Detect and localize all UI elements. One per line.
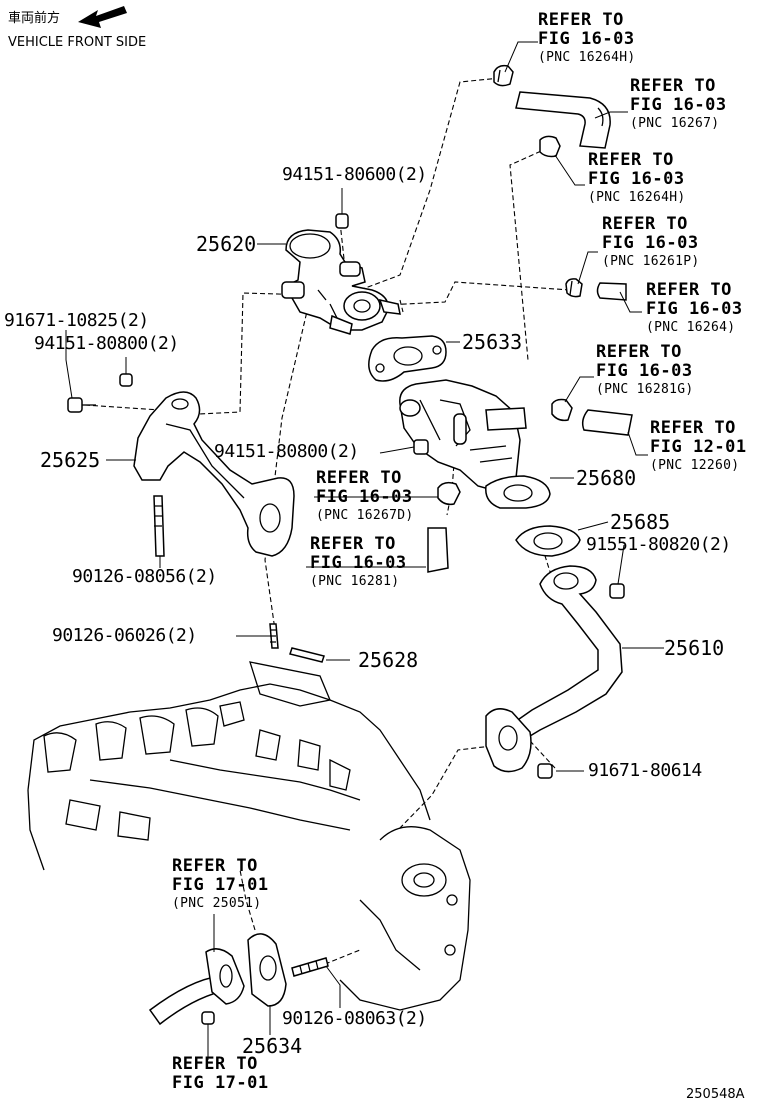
diagram-code: 250548A <box>686 1087 745 1102</box>
bolt-91671-10825 <box>67 397 83 413</box>
refer-pnc: (PNC 16261P) <box>602 254 700 269</box>
refer-label: REFER TO <box>172 1054 258 1074</box>
exhaust-manifold-outline <box>339 826 471 1011</box>
clamp-16281g <box>551 398 573 422</box>
part-90126-08063[interactable]: 90126-08063(2) <box>282 1008 427 1029</box>
refer-label: REFER TO <box>646 280 732 300</box>
part-91551-80820[interactable]: 91551-80820(2) <box>586 534 731 555</box>
hose-clamp-16264h-top <box>493 64 514 87</box>
part-94151-80800-center[interactable]: 94151-80800(2) <box>214 441 359 462</box>
refer-pnc: (PNC 25051) <box>172 896 262 911</box>
refer-pnc: (PNC 12260) <box>650 458 740 473</box>
nut-94151-80800 <box>413 439 429 455</box>
bolt-91551-80820 <box>609 583 625 599</box>
refer-label: REFER TO <box>310 534 396 554</box>
part-25625[interactable]: 25625 <box>40 448 101 472</box>
part-25620[interactable]: 25620 <box>196 232 257 256</box>
hose-16267 <box>515 91 611 149</box>
refer-callout-16261p[interactable]: REFER TO FIG 16-03 (PNC 16261P) <box>602 214 700 269</box>
gasket-25685 <box>515 525 581 557</box>
part-25680[interactable]: 25680 <box>576 466 637 490</box>
gasket-25633 <box>368 335 447 382</box>
refer-callout-12260[interactable]: REFER TO FIG 12-01 (PNC 12260) <box>650 418 747 473</box>
refer-pnc: (PNC 16264) <box>646 320 736 335</box>
part-94151-80800-left[interactable]: 94151-80800(2) <box>34 333 179 354</box>
part-25633[interactable]: 25633 <box>462 330 523 354</box>
refer-label: REFER TO <box>596 342 682 362</box>
bracket-25625 <box>67 373 295 557</box>
refer-fig: FIG 16-03 <box>646 299 743 319</box>
bolt-91671-80614 <box>537 763 553 779</box>
refer-pnc: (PNC 16281G) <box>596 382 694 397</box>
front-label-en: VEHICLE FRONT SIDE <box>8 35 147 50</box>
part-91671-80614[interactable]: 91671-80614 <box>588 760 702 781</box>
refer-label: REFER TO <box>650 418 736 438</box>
intake-manifold-outline <box>27 661 431 871</box>
part-90126-08056[interactable]: 90126-08056(2) <box>72 566 217 587</box>
refer-label: REFER TO <box>172 856 258 876</box>
part-25610[interactable]: 25610 <box>664 636 725 660</box>
refer-fig: FIG 16-03 <box>588 169 685 189</box>
egr-cooler-25680 <box>399 379 551 509</box>
refer-pnc: (PNC 16264H) <box>588 190 686 205</box>
refer-callout-16264[interactable]: REFER TO FIG 16-03 (PNC 16264) <box>646 280 743 335</box>
refer-label: REFER TO <box>538 10 624 30</box>
part-25634[interactable]: 25634 <box>242 1034 303 1058</box>
part-91671-10825[interactable]: 91671-10825(2) <box>4 310 149 331</box>
refer-fig: FIG 16-03 <box>538 29 635 49</box>
part-94151-80600[interactable]: 94151-80600(2) <box>282 164 427 185</box>
refer-fig: FIG 16-03 <box>596 361 693 381</box>
refer-callout-16267d[interactable]: REFER TO FIG 16-03 (PNC 16267D) <box>316 468 414 523</box>
refer-fig: FIG 17-01 <box>172 1073 269 1093</box>
refer-label: REFER TO <box>588 150 674 170</box>
hose-16264 <box>596 282 627 301</box>
part-90126-06026[interactable]: 90126-06026(2) <box>52 625 197 646</box>
clamp-16267d <box>437 481 461 506</box>
refer-callout-17-01-bottom[interactable]: REFER TO FIG 17-01 <box>172 1056 269 1092</box>
refer-callout-16281[interactable]: REFER TO FIG 16-03 (PNC 16281) <box>310 534 407 589</box>
clamp-16261p <box>565 278 583 298</box>
refer-label: REFER TO <box>630 76 716 96</box>
hose-16281 <box>427 527 449 573</box>
refer-fig: FIG 16-03 <box>316 487 413 507</box>
nut-94151-80600 <box>335 213 349 229</box>
refer-callout-16264h-top[interactable]: REFER TO FIG 16-03 (PNC 16264H) <box>538 10 636 65</box>
hose-12260 <box>581 409 633 436</box>
nut-94151-80800-left <box>119 373 133 387</box>
stud-90126-08063 <box>291 957 329 977</box>
gasket-25634 <box>247 933 287 1007</box>
refer-pnc: (PNC 16264H) <box>538 50 636 65</box>
egr-pipe-25610 <box>485 565 625 779</box>
refer-pnc: (PNC 16281) <box>310 574 400 589</box>
nut-refer-17-01 <box>201 1011 215 1025</box>
refer-fig: FIG 12-01 <box>650 437 747 457</box>
exhaust-pipe-25051 <box>148 948 245 1026</box>
refer-callout-16281g[interactable]: REFER TO FIG 16-03 (PNC 16281G) <box>596 342 694 397</box>
refer-pnc: (PNC 16267D) <box>316 508 414 523</box>
front-label-jp: 車両前方 <box>8 11 61 26</box>
refer-label: REFER TO <box>602 214 688 234</box>
refer-callout-16264h-lower[interactable]: REFER TO FIG 16-03 (PNC 16264H) <box>588 150 686 205</box>
hose-clamp-16264h-lower <box>539 135 561 158</box>
part-25628[interactable]: 25628 <box>358 648 419 672</box>
part-25685[interactable]: 25685 <box>610 510 671 534</box>
gasket-25628 <box>289 647 325 663</box>
refer-fig: FIG 16-03 <box>602 233 699 253</box>
refer-fig: FIG 17-01 <box>172 875 269 895</box>
egr-valve-25620 <box>281 213 401 335</box>
front-direction-arrow-icon <box>78 6 127 28</box>
refer-label: REFER TO <box>316 468 402 488</box>
leader-lines <box>65 41 664 1060</box>
refer-callout-25051[interactable]: REFER TO FIG 17-01 (PNC 25051) <box>172 856 269 911</box>
refer-pnc: (PNC 16267) <box>630 116 720 131</box>
refer-fig: FIG 16-03 <box>630 95 727 115</box>
refer-callout-16267[interactable]: REFER TO FIG 16-03 (PNC 16267) <box>630 76 727 131</box>
refer-fig: FIG 16-03 <box>310 553 407 573</box>
